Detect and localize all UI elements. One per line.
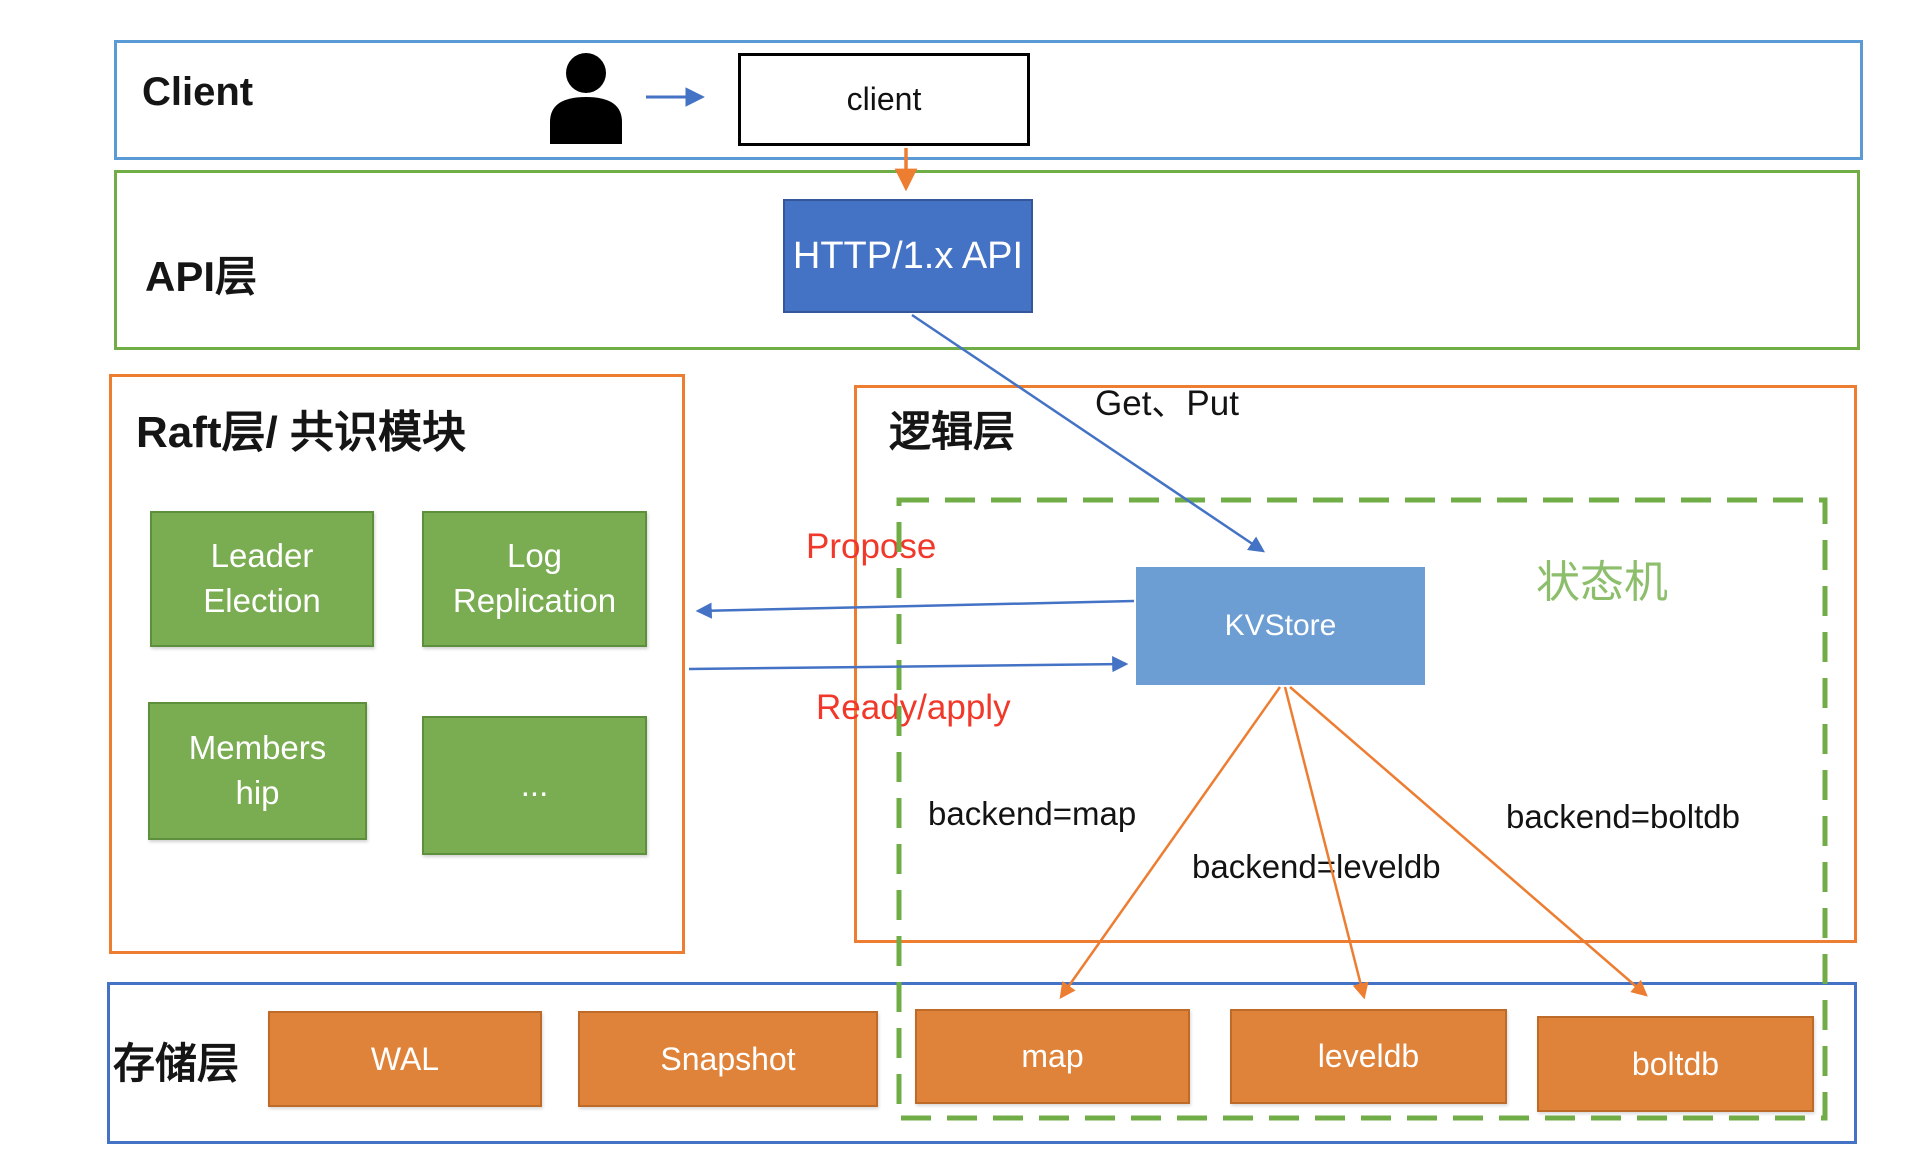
store-snapshot: Snapshot xyxy=(578,1011,878,1107)
module-ellipsis: ... xyxy=(422,716,647,855)
store-leveldb: leveldb xyxy=(1230,1009,1507,1104)
state-machine-label: 状态机 xyxy=(1536,558,1668,607)
http-api-node: HTTP/1.x API xyxy=(783,199,1033,313)
storage-layer-title: 存储层 xyxy=(113,1040,240,1087)
module-membership-label: Membership xyxy=(188,729,327,811)
store-boltdb-label: boltdb xyxy=(1631,1045,1720,1082)
raft-layer-title: Raft层/ 共识模块 xyxy=(136,408,466,457)
propose-label: Propose xyxy=(806,527,937,566)
client-node: client xyxy=(738,53,1030,146)
client-layer-box xyxy=(114,40,1863,160)
module-ellipsis-label: ... xyxy=(520,766,549,804)
user-icon xyxy=(550,53,622,144)
backend-leveldb-label: backend=leveldb xyxy=(1192,848,1441,885)
kvstore-label: KVStore xyxy=(1224,609,1337,642)
module-log-replication: Log Replication xyxy=(422,511,647,647)
store-wal-label: WAL xyxy=(370,1040,440,1077)
store-map-label: map xyxy=(1021,1038,1084,1074)
store-leveldb-label: leveldb xyxy=(1317,1038,1420,1074)
module-leader-election-label: Leader Election xyxy=(203,537,321,619)
store-map: map xyxy=(915,1009,1190,1104)
http-api-label: HTTP/1.x API xyxy=(792,234,1024,277)
module-log-replication-label: Log Replication xyxy=(452,537,617,619)
api-layer-title: API层 xyxy=(145,253,258,300)
module-leader-election: Leader Election xyxy=(150,511,374,647)
client-node-label: client xyxy=(846,81,922,117)
logic-layer-title: 逻辑层 xyxy=(889,408,1016,455)
backend-boltdb-label: backend=boltdb xyxy=(1506,798,1740,835)
backend-map-label: backend=map xyxy=(928,795,1137,832)
module-membership: Membership xyxy=(148,702,367,840)
store-snapshot-label: Snapshot xyxy=(660,1040,796,1077)
client-layer-title: Client xyxy=(142,70,254,114)
ready-apply-label: Ready/apply xyxy=(816,688,1011,727)
get-put-label: Get、Put xyxy=(1095,384,1239,423)
store-boltdb: boltdb xyxy=(1537,1016,1814,1112)
raft-layer-box xyxy=(109,374,685,954)
store-wal: WAL xyxy=(268,1011,542,1107)
kvstore-node: KVStore xyxy=(1136,567,1425,685)
